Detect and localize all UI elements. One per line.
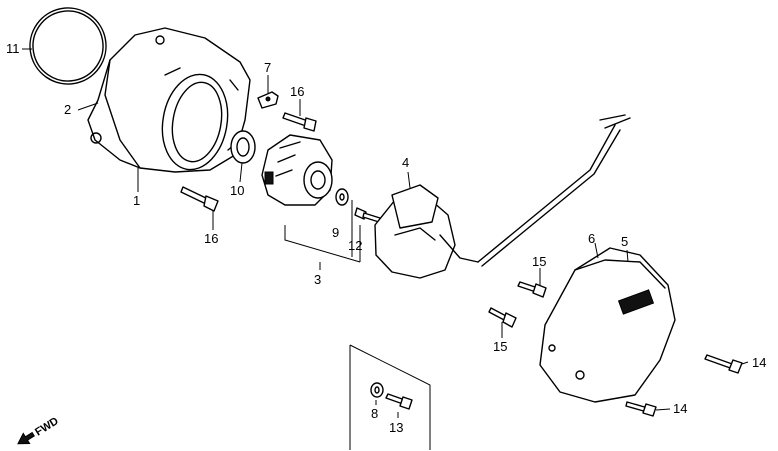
fwd-label: FWD [33,415,61,438]
screw [354,207,381,223]
inset-bracket [349,344,431,450]
label-4: 4 [402,155,409,170]
stator-assembly [261,134,333,206]
label-2: 2 [64,102,71,117]
o-ring [29,7,107,85]
pulser-plate [374,114,631,279]
label-13: 13 [389,420,403,435]
label-12: 12 [348,238,362,253]
clip [257,91,279,109]
label-5: 5 [621,234,628,249]
bolt-upper [282,112,317,132]
label-7: 7 [264,60,271,75]
fwd-indicator: FWD [17,415,61,445]
bolt-15-upper [517,281,547,298]
outer-cover [539,247,676,403]
label-1: 1 [133,193,140,208]
label-3: 3 [314,272,321,287]
label-9: 9 [332,225,339,240]
label-14-right: 14 [752,355,766,370]
label-14-lower: 14 [673,401,687,416]
bolt-lower [180,186,219,212]
arrow-icon [17,431,35,445]
washer [335,188,349,206]
screw-14-lower [625,401,657,417]
screw-14-right [704,354,743,374]
bolt-15-lower [488,307,517,328]
label-16-lower: 16 [204,231,218,246]
label-8: 8 [371,406,378,421]
label-16-upper: 16 [290,84,304,99]
label-11: 11 [6,41,20,56]
housing [87,27,251,173]
label-15-lower: 15 [493,339,507,354]
seal [230,130,256,164]
label-6: 6 [588,231,595,246]
leader-lines [22,48,749,418]
label-15-upper: 15 [532,254,546,269]
label-10: 10 [230,183,244,198]
